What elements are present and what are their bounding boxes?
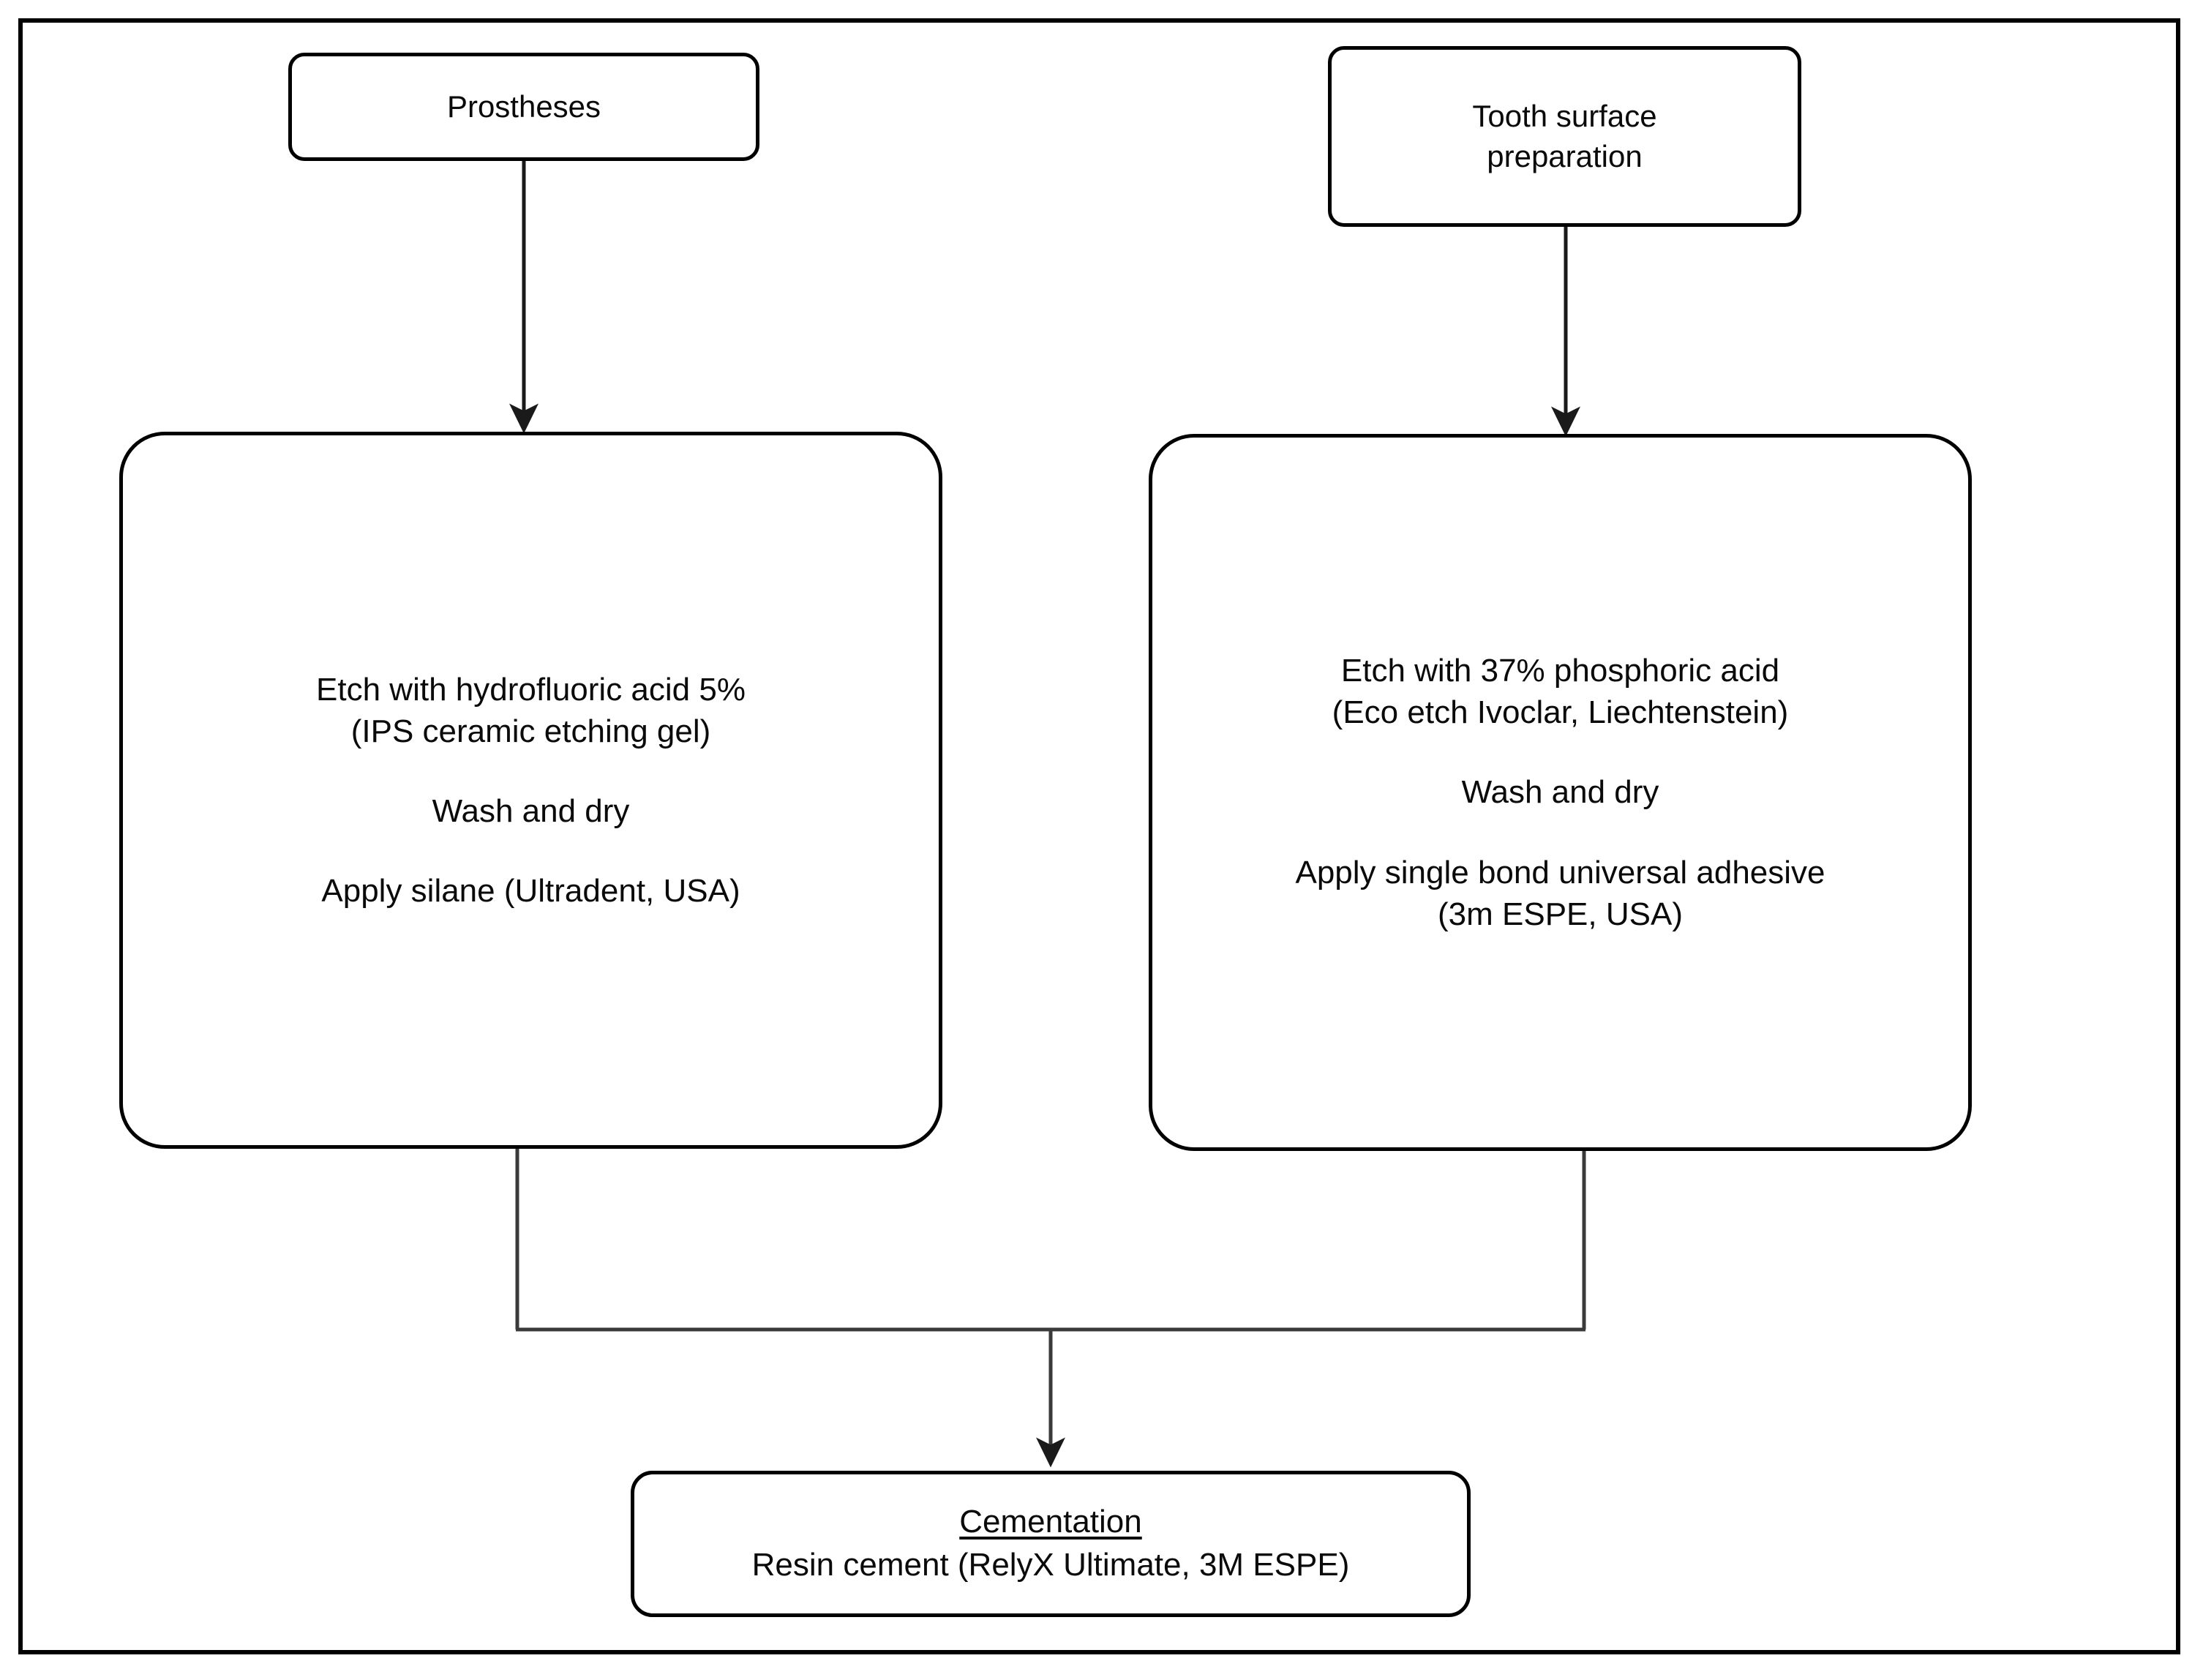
- tooth-step1-line-2: (Eco etch Ivoclar, Liechtenstein): [1332, 694, 1789, 731]
- node-prostheses[interactable]: Prostheses: [288, 53, 759, 161]
- cementation-detail: Resin cement (RelyX Ultimate, 3M ESPE): [751, 1547, 1350, 1583]
- tooth-step3-line-2: (3m ESPE, USA): [1438, 896, 1683, 932]
- node-tooth-treatment-protocol[interactable]: Etch with 37% phosphoric acid (Eco etch …: [1149, 434, 1972, 1151]
- node-tooth-prep-line-2: preparation: [1487, 138, 1643, 173]
- node-prosthesis-treatment-protocol[interactable]: Etch with hydrofluoric acid 5% (IPS cera…: [119, 432, 942, 1149]
- tooth-step3-line-1: Apply single bond universal adhesive: [1295, 854, 1825, 890]
- prosthesis-step1-line-1: Etch with hydrofluoric acid 5%: [316, 671, 746, 708]
- node-tooth-surface-preparation[interactable]: Tooth surface preparation: [1328, 46, 1801, 227]
- prosthesis-step3-line-1: Apply silane (Ultradent, USA): [321, 873, 740, 910]
- prosthesis-step2-line-1: Wash and dry: [432, 793, 630, 829]
- cementation-heading: Cementation: [959, 1504, 1142, 1540]
- node-prostheses-label: Prostheses: [446, 89, 601, 124]
- tooth-step1-line-1: Etch with 37% phosphoric acid: [1340, 653, 1780, 689]
- node-tooth-prep-line-1: Tooth surface: [1472, 98, 1657, 133]
- prosthesis-step1-line-2: (IPS ceramic etching gel): [350, 713, 711, 749]
- node-cementation[interactable]: Cementation Resin cement (RelyX Ultimate…: [631, 1471, 1471, 1617]
- tooth-step2-line-1: Wash and dry: [1461, 774, 1659, 811]
